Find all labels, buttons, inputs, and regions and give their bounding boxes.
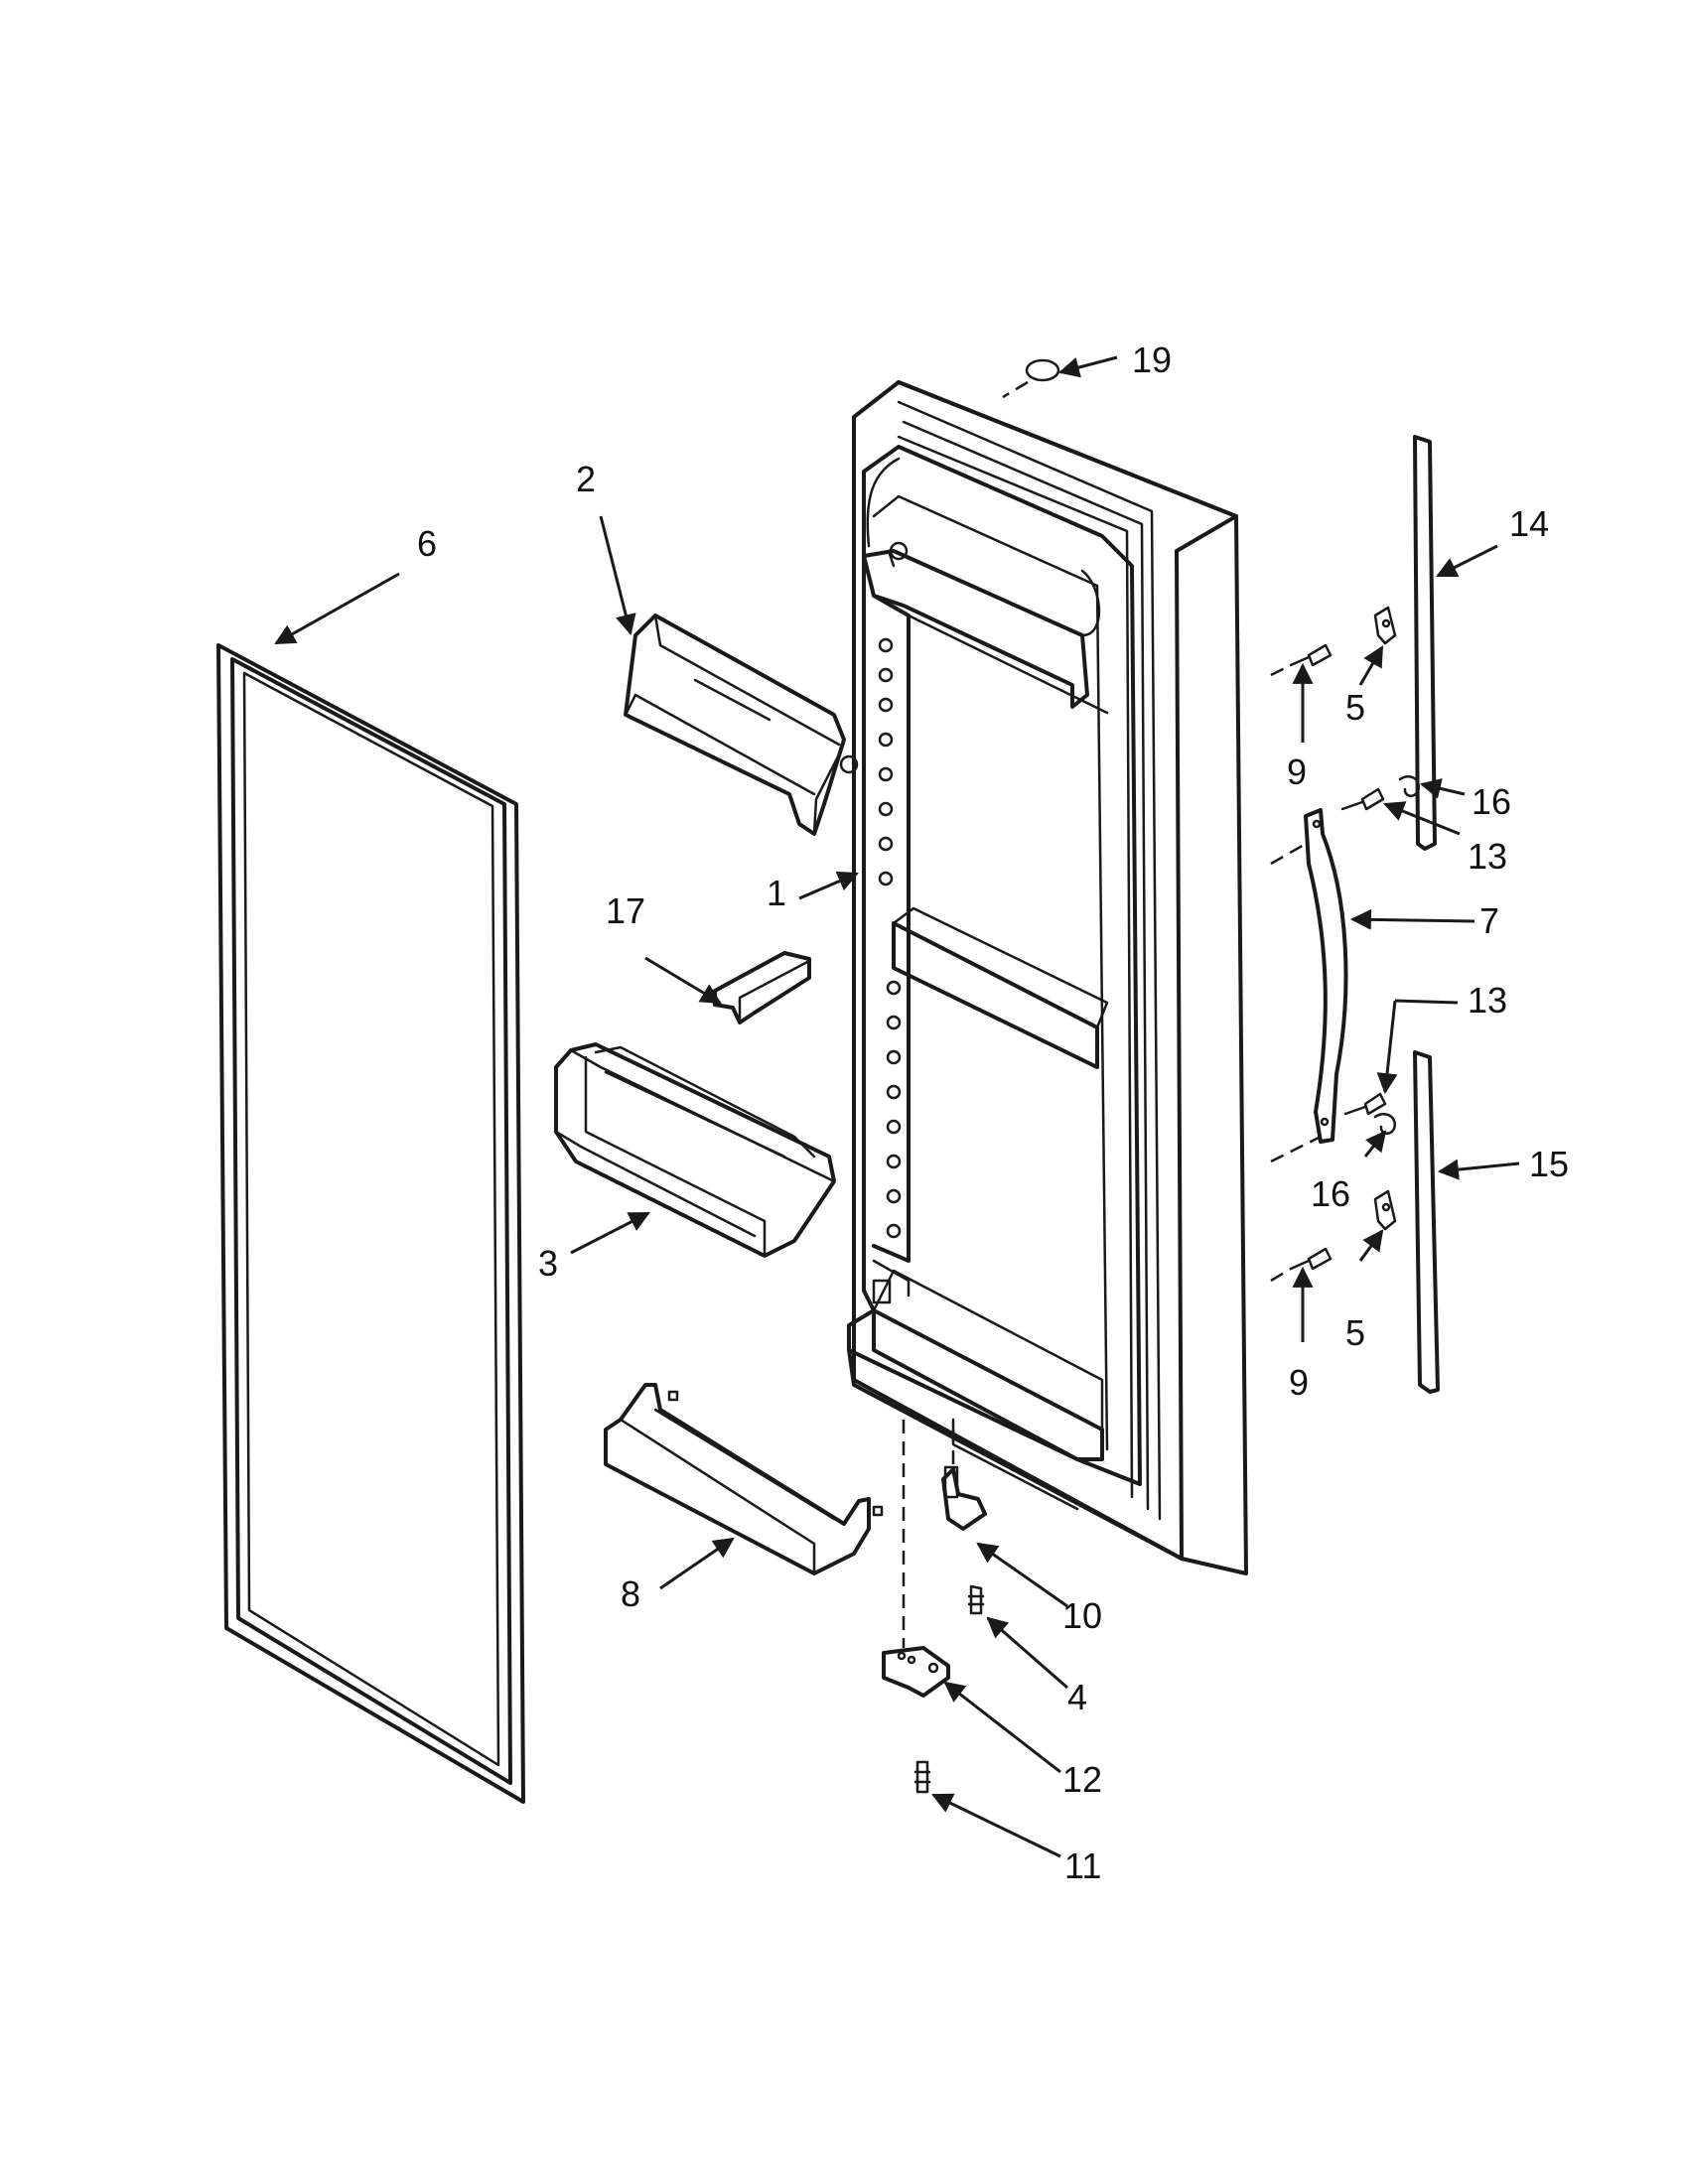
callout-8: 7 [1479,900,1499,941]
callout-2: 2 [576,459,596,499]
part-clip-16-top [1398,774,1421,797]
callout-7: 8 [621,1573,640,1614]
callout-13-bottom: 13 [1468,980,1507,1021]
callout-1: 1 [767,873,786,913]
part-door-shelf [604,1383,884,1575]
part-clip-16-bottom [1373,1112,1396,1135]
part-handle [1270,808,1348,1163]
callout-16-bottom: 16 [1311,1173,1350,1214]
part-door-assembly [847,380,1248,1575]
callout-labels: 19 2 6 14 5 9 16 13 1 17 7 13 15 16 3 5 … [417,340,1569,1886]
callout-6: 6 [417,523,437,564]
part-screw-4 [967,1584,985,1615]
callout-9-top: 9 [1287,751,1307,792]
part-clip-5-bottom [1373,1189,1397,1231]
part-door-gasket [216,643,525,1804]
callout-10: 10 [1062,1595,1102,1636]
part-lower-hinge [882,1646,950,1698]
part-screw-9-top [1270,643,1333,677]
callout-13-top: 13 [1468,836,1507,877]
part-cover [713,951,811,1024]
callout-9-bottom: 9 [1289,1362,1309,1403]
plug-centerline [1002,380,1029,399]
callout-16-top: 16 [1472,781,1511,822]
part-screw-11 [913,1760,931,1794]
part-screw-13-top [1340,787,1385,811]
callout-11: 11 [1064,1845,1101,1886]
part-door-bin [554,1042,836,1258]
part-trim-bottom [1413,1050,1440,1394]
part-hinge-bracket [941,1430,987,1531]
callout-19: 19 [1132,340,1172,380]
door-liner-holes [878,637,902,1239]
leader-lines [274,355,1520,1858]
part-clip-5-top [1373,606,1397,645]
part-trim-top [1413,435,1437,851]
part-plug [1025,358,1060,382]
part-dairy-door [624,614,859,836]
callout-3: 3 [538,1243,558,1284]
part-screw-9-bottom [1270,1247,1333,1283]
part-screw-13-bottom [1343,1092,1387,1116]
callout-4: 4 [1067,1677,1087,1717]
callout-5-top: 5 [1345,687,1365,728]
callout-14: 14 [1509,503,1549,544]
callout-12: 12 [1062,1759,1102,1800]
callout-5-bottom: 5 [1345,1312,1365,1353]
callout-15: 15 [1529,1144,1569,1184]
callout-17: 17 [606,890,645,931]
